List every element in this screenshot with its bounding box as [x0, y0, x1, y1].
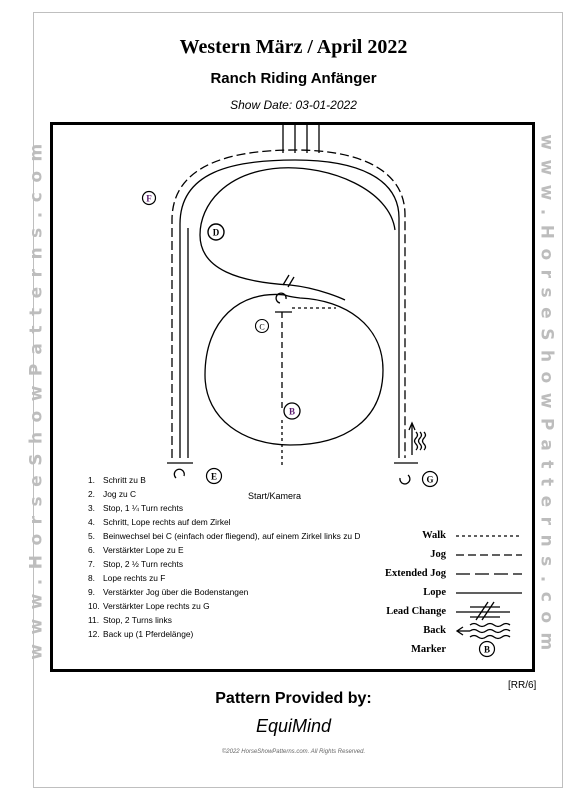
instruction-item: 3. Stop, 1 ¼ Turn rechts — [88, 501, 378, 515]
instruction-number: 10. — [88, 601, 100, 611]
instruction-number: 12. — [88, 629, 100, 639]
marker-d: D — [207, 223, 225, 241]
instruction-text: Verstärkter Lope rechts zu G — [103, 601, 210, 611]
instruction-number: 4. — [88, 517, 95, 527]
instruction-item: 9. Verstärkter Jog über die Bodenstangen — [88, 585, 378, 599]
instruction-item: 2. Jog zu C — [88, 487, 378, 501]
instruction-list: 1. Schritt zu B 2. Jog zu C 3. Stop, 1 ¼ Turn… — [88, 473, 378, 641]
marker-b-label: B — [289, 407, 295, 417]
instruction-text: Stop, 2 ½ Turn rechts — [103, 559, 184, 569]
legend-lope-label: Lope — [423, 587, 446, 598]
instruction-number: 1. — [88, 475, 95, 485]
pattern-subtitle: Ranch Riding Anfänger — [210, 70, 377, 87]
copyright: ©2022 HorseShowPatterns.com. All Rights … — [221, 749, 366, 755]
start-label: Start/Kamera — [248, 491, 302, 501]
instruction-text: Beinwechsel bei C (einfach oder fliegend… — [103, 531, 361, 541]
legend-marker: Marker — [368, 642, 528, 662]
legend-lead-change: Lead Change — [368, 604, 528, 624]
marker-c: C — [254, 318, 270, 334]
instruction-item: 10.Verstärkter Lope rechts zu G — [88, 599, 378, 613]
outer-extended-path — [171, 149, 406, 458]
sponsor-name: EquiMind — [255, 716, 332, 736]
page-border — [33, 12, 563, 788]
legend-back-symbol — [455, 622, 511, 640]
legend-marker-letter: B — [484, 645, 490, 655]
lope-circle-path — [204, 293, 384, 446]
instruction-number: 8. — [88, 573, 95, 583]
turn-g-icon — [399, 474, 411, 485]
legend-symbols — [455, 535, 522, 658]
svg-text:F: F — [146, 194, 152, 204]
legend-lope: Lope — [368, 585, 528, 605]
legend-back: Back — [368, 623, 528, 643]
instruction-text: Jog zu C — [103, 489, 137, 499]
turn-e-icon — [173, 468, 185, 479]
turn-c-icon — [275, 292, 287, 304]
instruction-text: Schritt, Lope rechts auf dem Zirkel — [103, 517, 231, 527]
outer-lope-path — [179, 159, 400, 458]
marker-d-label: D — [213, 228, 220, 238]
legend-back-label: Back — [423, 625, 446, 636]
legend-extended-jog-label: Extended Jog — [385, 568, 446, 579]
legend-jog: Jog — [368, 547, 528, 567]
show-date: Show Date: 03-01-2022 — [230, 98, 357, 112]
legend-extended-jog: Extended Jog — [368, 566, 528, 586]
marker-b: B — [283, 402, 301, 420]
instruction-text: Schritt zu B — [103, 475, 146, 485]
marker-e: E — [205, 467, 223, 485]
backup-mark — [408, 421, 427, 455]
marker-f: F — [141, 190, 157, 206]
legend-walk-label: Walk — [422, 530, 446, 541]
instruction-number: 3. — [88, 503, 95, 513]
instruction-text: Stop, 2 Turns links — [103, 615, 172, 625]
instruction-number: 7. — [88, 559, 95, 569]
provided-by: Pattern Provided by: — [215, 690, 372, 707]
instruction-number: 5. — [88, 531, 95, 541]
pattern-code: [RR/6] — [508, 680, 537, 691]
legend-jog-label: Jog — [430, 549, 446, 560]
instruction-text: Stop, 1 ¼ Turn rechts — [103, 503, 184, 513]
page-title: Western März / April 2022 — [179, 36, 408, 58]
instruction-item: 6. Verstärkter Lope zu E — [88, 543, 378, 557]
marker-g-label: G — [426, 475, 433, 485]
legend-marker-symbol — [478, 640, 496, 658]
legend-lead-change-symbol — [456, 601, 510, 621]
instruction-item: 11.Stop, 2 Turns links — [88, 613, 378, 627]
arena-border — [50, 122, 535, 672]
instruction-item: 12.Back up (1 Pferdelänge) — [88, 627, 378, 641]
instruction-number: 9. — [88, 587, 95, 597]
instruction-item: 7. Stop, 2 ½ Turn rechts — [88, 557, 378, 571]
legend-lead-change-label: Lead Change — [386, 606, 446, 617]
instruction-item: 5. Beinwechsel bei C (einfach oder fliege… — [88, 529, 378, 543]
instruction-number: 2. — [88, 489, 95, 499]
instruction-text: Lope rechts zu F — [103, 573, 166, 583]
lope-loop-d-path — [199, 167, 396, 301]
instruction-item: 4. Schritt, Lope rechts auf dem Zirkel — [88, 515, 378, 529]
instruction-text: Verstärkter Lope zu E — [103, 545, 184, 555]
marker-g: G — [421, 470, 439, 488]
instruction-item: 1. Schritt zu B — [88, 473, 378, 487]
instruction-text: Back up (1 Pferdelänge) — [103, 629, 194, 639]
legend-walk: Walk — [368, 528, 528, 548]
legend-marker-label: Marker — [411, 644, 446, 655]
lead-change-mark — [282, 274, 295, 288]
ground-poles — [282, 124, 320, 153]
marker-c-label: C — [259, 323, 264, 332]
marker-e-label: E — [211, 472, 217, 482]
instruction-item: 8. Lope rechts zu F — [88, 571, 378, 585]
instruction-text: Verstärkter Jog über die Bodenstangen — [103, 587, 249, 597]
instruction-number: 11. — [88, 615, 100, 625]
instruction-number: 6. — [88, 545, 95, 555]
